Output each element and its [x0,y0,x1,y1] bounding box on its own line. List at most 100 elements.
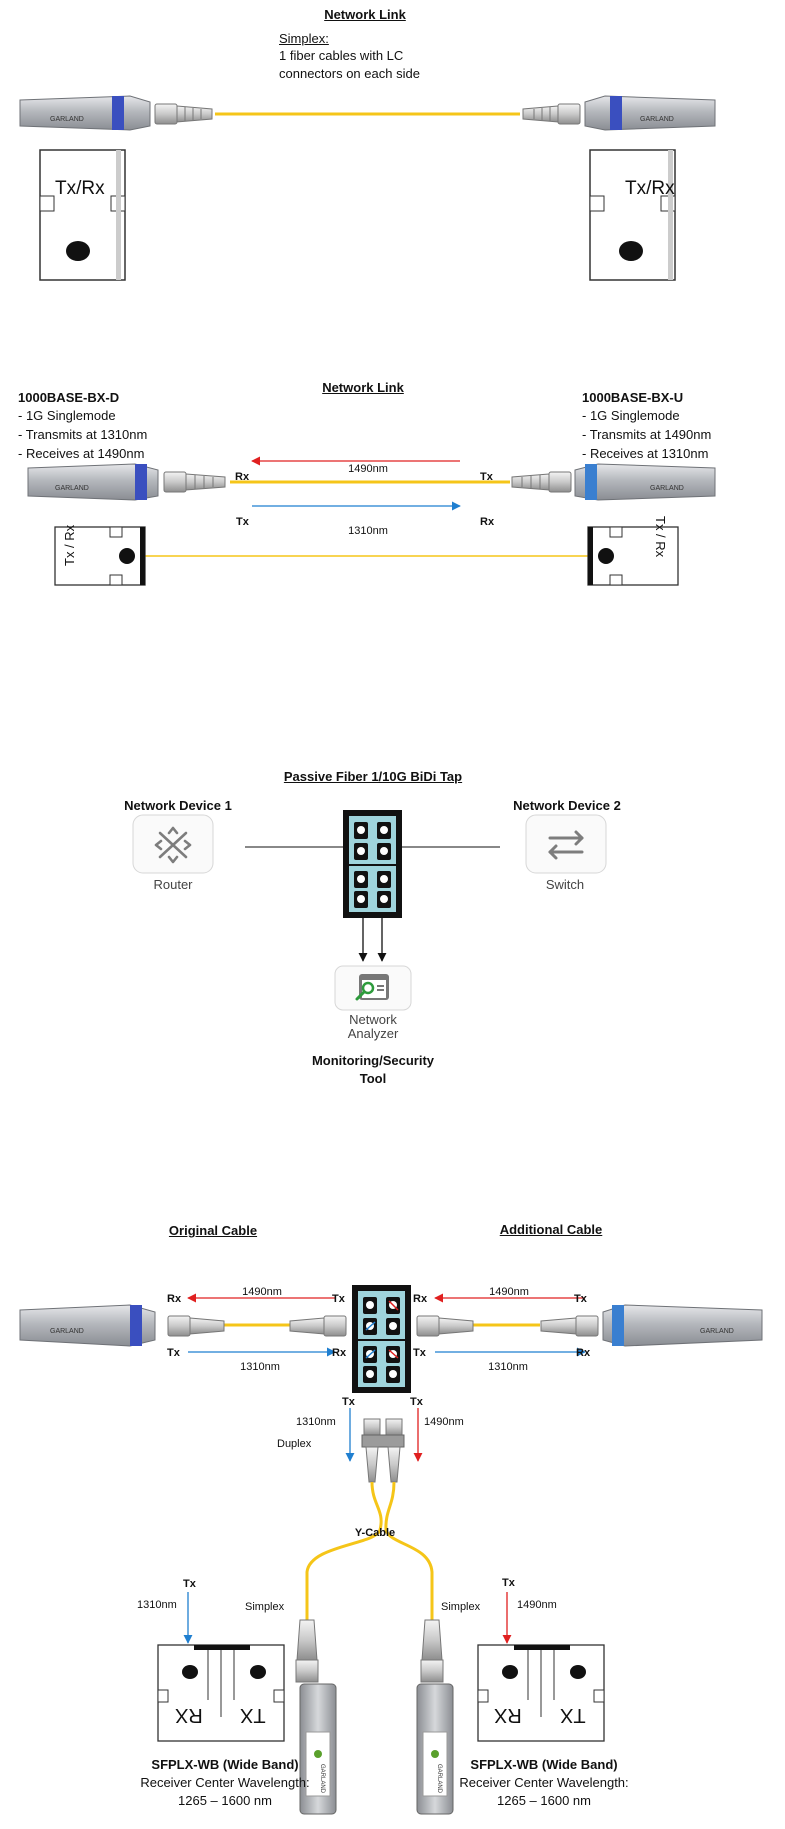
s1-left-port-label: Tx/Rx [55,178,105,199]
s3-switch-label: Switch [545,877,585,892]
s2-right-line2: - Transmits at 1490nm [582,427,712,442]
s4-duplex-1310: 1310nm [296,1416,336,1428]
s2-right-line1: - 1G Singlemode [582,408,680,423]
s4-duplex-connector [361,1418,405,1483]
s1-right-port-label: Tx/Rx [625,178,675,199]
s2-right-line3: - Receives at 1310nm [582,446,709,461]
s4-right-module-line2: Receiver Center Wavelength: [459,1775,629,1790]
s1-desc-line2: connectors on each side [279,66,420,81]
s4-left-sfp-module: GARLAND [19,1304,156,1347]
s1-title: Network Link [324,7,406,22]
s4-right-simplex-connector [420,1619,444,1683]
s2-rx-bottom: Rx [480,516,495,528]
s4-duplex-label: Duplex [277,1438,312,1450]
s3-analyzer-line1: Network [349,1012,397,1027]
s4-right-module-title: SFPLX-WB (Wide Band) [470,1757,618,1772]
s3-switch-icon [525,814,607,874]
s4-left-title: Original Cable [168,1223,258,1238]
s3-tap-device [343,810,402,918]
s4-left-tx-b: Tx [167,1347,180,1359]
s1-left-lc-connector [154,103,213,125]
s4-right-module-line3: 1265 – 1600 nm [497,1793,591,1808]
s4-left-simplex: Simplex [245,1601,285,1613]
s2-left-line1: - 1G Singlemode [18,408,116,423]
s3-router-label: Router [153,877,193,892]
s3-device1-title: Network Device 1 [124,798,232,813]
s4-right-title: Additional Cable [499,1222,603,1237]
s1-right-sfp-module: GARLAND [584,95,716,131]
s1-right-port-box [589,149,676,281]
s1-left-port-box [39,149,126,281]
svg-text:GARLAND: GARLAND [50,116,84,123]
svg-text:GARLAND: GARLAND [650,485,684,492]
s1-left-sfp-module: GARLAND [19,95,151,131]
svg-text:GARLAND: GARLAND [436,1764,442,1794]
s4-ycable-label: Y-Cable [354,1527,396,1539]
s4-y-cable [305,1481,434,1620]
s4-right-port-rx: RX [494,1704,522,1726]
s4-right-rx-a: Rx [413,1293,428,1305]
s4-right-tx-b: Tx [413,1347,426,1359]
s4-left-module-1310: 1310nm [137,1599,177,1611]
s2-left-line2: - Transmits at 1310nm [18,427,148,442]
s4-right-module-1490: 1490nm [517,1599,557,1611]
s2-left-port-label: Tx / Rx [62,524,77,566]
s2-1310nm-label: 1310nm [348,525,388,537]
s4-left-module-tx: Tx [183,1578,196,1590]
s2-right-name: 1000BASE-BX-U [582,390,684,405]
s4-right-module-tx: Tx [502,1577,515,1589]
s4-left-1310: 1310nm [240,1361,280,1373]
s3-device2-title: Network Device 2 [513,798,621,813]
svg-text:GARLAND: GARLAND [55,485,89,492]
s4-left-port-box [157,1644,285,1742]
s4-duplex-tx-right: Tx [410,1396,423,1408]
s2-title: Network Link [322,380,404,395]
s2-1490nm-label: 1490nm [348,463,388,475]
s3-tool-line2: Tool [359,1071,387,1086]
s4-left-port-rx: RX [175,1704,203,1726]
s4-tap-device [352,1285,411,1393]
s4-left-sfplx-module: GARLAND [299,1683,337,1815]
s4-duplex-1490: 1490nm [424,1416,464,1428]
s4-left-port-tx: TX [240,1704,266,1726]
s2-right-sfp-module: GARLAND [574,463,716,501]
s1-desc-line1: 1 fiber cables with LC [279,48,404,63]
s3-analyzer-line2: Analyzer [347,1026,399,1041]
s4-left-1490: 1490nm [242,1286,282,1298]
s2-right-lc-connector [511,471,572,493]
s4-right-sfp-module: GARLAND [602,1304,763,1347]
s1-simplex-label: Simplex: [279,31,329,46]
s4-left-module-line2: Receiver Center Wavelength: [140,1775,310,1790]
s1-right-lc-connector [522,103,581,125]
s4-right-rx-b: Rx [576,1347,591,1359]
s4-right-sfplx-module: GARLAND [416,1683,454,1815]
s4-left-module-line3: 1265 – 1600 nm [178,1793,272,1808]
s4-left-simplex-connector [295,1619,319,1683]
s3-tool-line1: Monitoring/Security [311,1053,435,1068]
svg-text:GARLAND: GARLAND [700,1328,734,1335]
s4-left-rx-b: Rx [332,1347,347,1359]
s2-left-name: 1000BASE-BX-D [18,390,120,405]
s3-title: Passive Fiber 1/10G BiDi Tap [283,769,463,784]
s2-right-port-label: Tx / Rx [653,516,668,558]
s2-left-lc-connector [163,471,226,493]
s4-right-port-tx: TX [560,1704,586,1726]
s4-right-port-box [477,1644,605,1742]
s2-rx-top: Rx [235,471,250,483]
s2-tx-top: Tx [480,471,493,483]
s4-duplex-tx-left: Tx [342,1396,355,1408]
s4-right-tx-a: Tx [574,1293,587,1305]
s2-left-sfp-module: GARLAND [27,463,159,501]
s4-right-fiber [416,1315,599,1337]
s4-left-fiber [167,1315,347,1337]
s4-right-1490: 1490nm [489,1286,529,1298]
s4-right-simplex: Simplex [441,1601,481,1613]
s3-analyzer-icon [334,965,412,1011]
s2-left-line3: - Receives at 1490nm [18,446,145,461]
s2-left-port-box [54,526,146,586]
s3-router-icon [132,814,214,874]
svg-text:GARLAND: GARLAND [640,116,674,123]
s4-left-rx-a: Rx [167,1293,182,1305]
svg-text:GARLAND: GARLAND [319,1764,325,1794]
